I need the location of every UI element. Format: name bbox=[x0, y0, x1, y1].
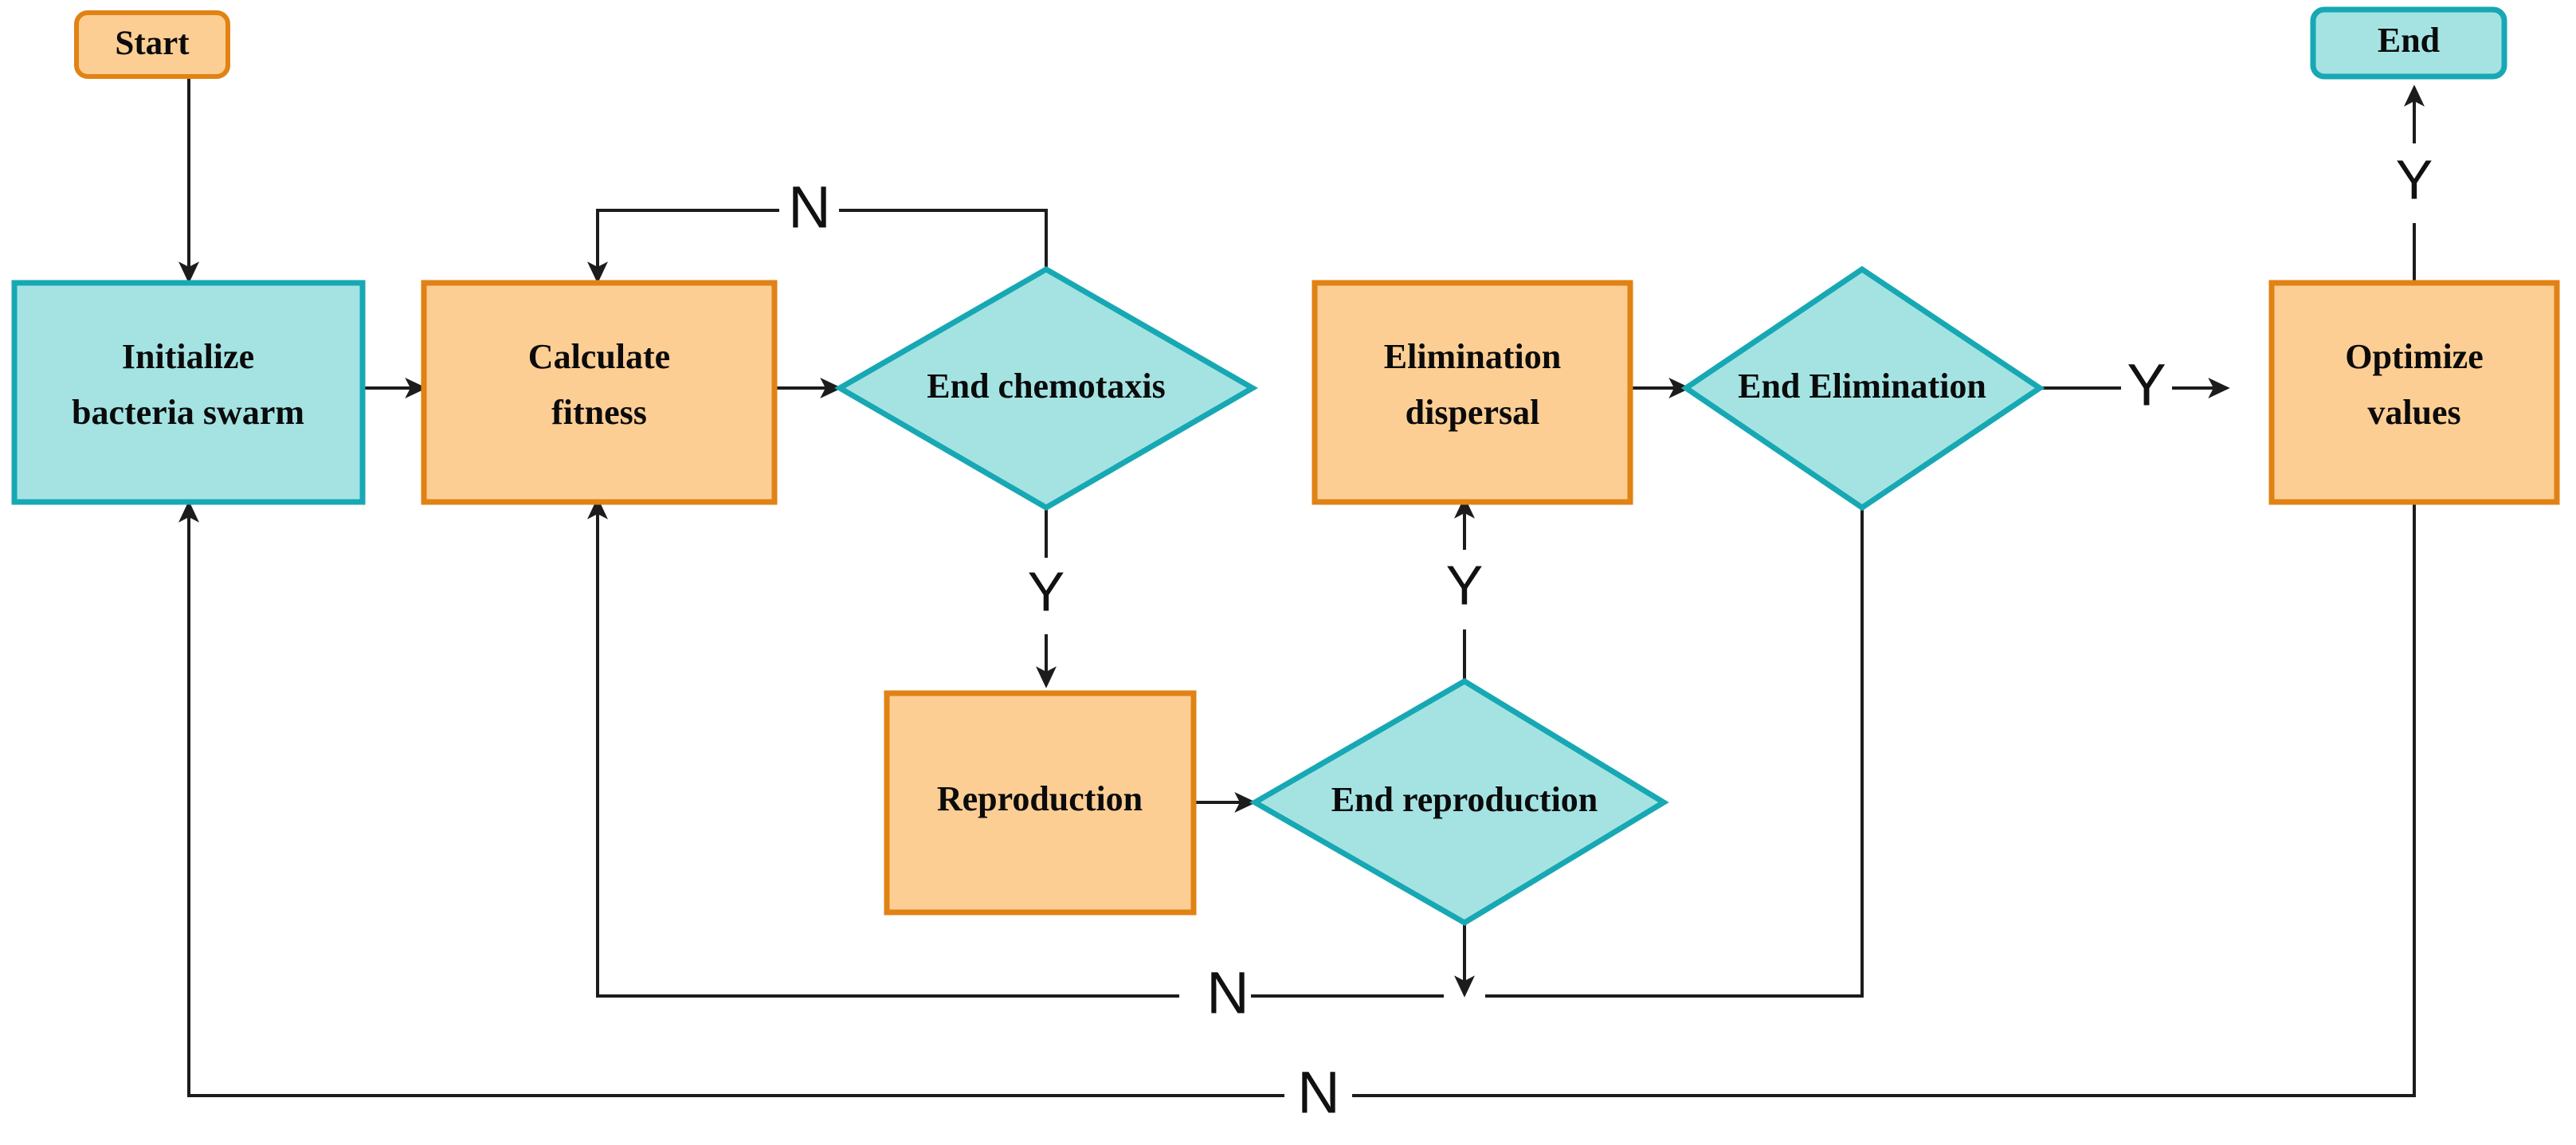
node-calculate-fitness[interactable]: Calculate fitness bbox=[421, 280, 778, 505]
elimination-dispersal-shape bbox=[1312, 280, 1633, 505]
end-chemotaxis-label: End chemotaxis bbox=[927, 367, 1165, 406]
edge-label-n-optimize: N bbox=[1297, 1060, 1339, 1126]
edge-endchemotaxis-n-to-calculate-b bbox=[587, 209, 779, 284]
edge-optimize-n-bus-left bbox=[178, 500, 1284, 1097]
node-initialize[interactable]: Initialize bacteria swarm bbox=[11, 280, 366, 505]
node-end-elimination[interactable]: End Elimination bbox=[1680, 265, 2045, 512]
node-reproduction[interactable]: Reproduction bbox=[884, 690, 1197, 916]
end-chemotaxis-shape bbox=[833, 265, 1259, 512]
end-label: End bbox=[2378, 21, 2440, 60]
initialize-label-line1: Initialize bbox=[122, 337, 254, 376]
edge-layer: Calculate (top loop, split for N label) … bbox=[178, 76, 2425, 1097]
node-end[interactable]: End bbox=[2310, 6, 2507, 80]
edge-label-y-chemotaxis: Y bbox=[1028, 560, 1065, 622]
initialize-label-line2: bacteria swarm bbox=[72, 393, 304, 432]
node-start[interactable]: Start bbox=[74, 10, 230, 79]
edge-label-n-chemotaxis: N bbox=[788, 174, 830, 241]
start-shape bbox=[74, 10, 230, 79]
end-shape bbox=[2310, 6, 2507, 80]
edge-label-y-reproduction: Y bbox=[1446, 554, 1484, 616]
edge-optimize-n-bus-right bbox=[1352, 500, 2416, 1097]
edge-endelimination-n-bus-right bbox=[1485, 508, 1864, 998]
calculate-fitness-label-line1: Calculate bbox=[528, 337, 670, 376]
edge-endelimination-n-bus-left bbox=[587, 497, 1179, 998]
reproduction-label: Reproduction bbox=[937, 779, 1143, 818]
edge-label-y-elimination: Y bbox=[2127, 352, 2166, 418]
end-elimination-shape bbox=[1680, 265, 2045, 512]
optimize-values-label-line1: Optimize bbox=[2345, 337, 2484, 376]
start-label: Start bbox=[115, 25, 190, 62]
edge-label-n-reproduction: N bbox=[1206, 960, 1249, 1026]
end-elimination-label: End Elimination bbox=[1738, 367, 1986, 406]
end-reproduction-label: End reproduction bbox=[1331, 780, 1598, 819]
optimize-values-label-line2: values bbox=[2367, 393, 2460, 432]
initialize-shape bbox=[11, 280, 366, 505]
reproduction-shape bbox=[884, 690, 1197, 916]
node-elimination-dispersal[interactable]: Elimination dispersal bbox=[1312, 280, 1633, 505]
calculate-fitness-label-line2: fitness bbox=[551, 393, 647, 432]
node-end-chemotaxis[interactable]: End chemotaxis bbox=[833, 265, 1259, 512]
end-reproduction-shape bbox=[1249, 677, 1669, 927]
node-end-reproduction[interactable]: End reproduction bbox=[1249, 677, 1669, 927]
node-optimize-values[interactable]: Optimize values bbox=[2268, 280, 2560, 505]
edge-label-layer: N Y Y N Y Y N bbox=[788, 148, 2433, 1125]
calculate-fitness-shape bbox=[421, 280, 778, 505]
edge-label-y-optimize: Y bbox=[2396, 148, 2433, 210]
elimination-dispersal-label-line1: Elimination bbox=[1384, 337, 1562, 376]
optimize-values-shape bbox=[2268, 280, 2560, 505]
elimination-dispersal-label-line2: dispersal bbox=[1406, 393, 1540, 432]
edge-endchemotaxis-n-to-calculate-a bbox=[839, 209, 1048, 269]
